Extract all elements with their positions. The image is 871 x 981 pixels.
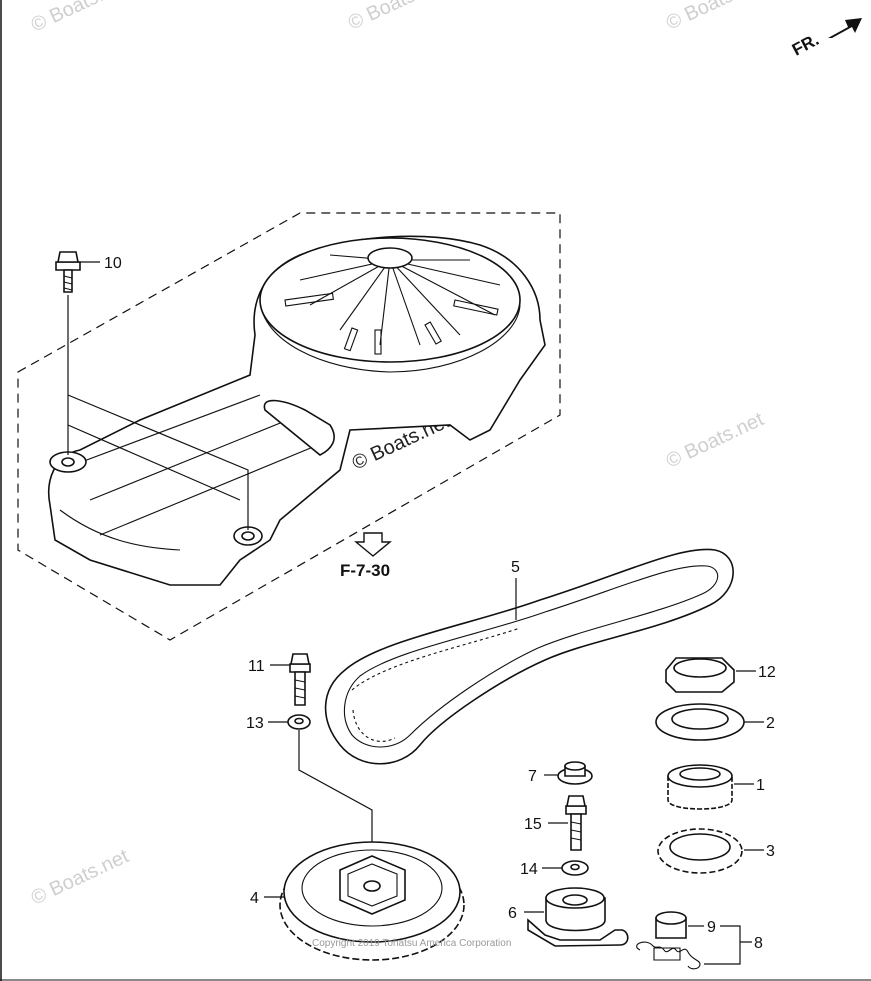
part-5-timing-belt bbox=[324, 548, 734, 765]
callout-14: 14 bbox=[520, 861, 538, 878]
callout-9: 9 bbox=[707, 919, 716, 936]
watermark: © Boats.net bbox=[663, 408, 768, 472]
callout-3: 3 bbox=[766, 843, 775, 860]
callout-6: 6 bbox=[508, 905, 517, 922]
part-10-flange-bolt bbox=[55, 251, 81, 293]
callout-15: 15 bbox=[524, 816, 542, 833]
part-1-gear bbox=[667, 764, 733, 810]
reference-arrow: F-7-30 bbox=[340, 532, 392, 580]
down-arrow-icon bbox=[354, 532, 392, 557]
front-direction-indicator: FR. bbox=[789, 18, 862, 60]
watermark: © Boats.net bbox=[663, 0, 768, 35]
part-8-tension-spring bbox=[636, 941, 701, 970]
front-label: FR. bbox=[789, 30, 822, 60]
callout-2: 2 bbox=[766, 715, 775, 732]
callout-5: 5 bbox=[511, 559, 520, 576]
callout-11: 11 bbox=[248, 658, 265, 675]
part-12-nut bbox=[665, 657, 735, 693]
part-14-washer bbox=[561, 860, 589, 876]
callout-4: 4 bbox=[250, 890, 259, 907]
leader-line bbox=[67, 295, 249, 530]
callout-10: 10 bbox=[104, 255, 122, 272]
part-6-tensioner-pulley bbox=[527, 887, 629, 947]
leader-line bbox=[704, 925, 752, 965]
callout-1: 1 bbox=[756, 777, 765, 794]
part-9-collar bbox=[655, 911, 687, 939]
watermark: © Boats.net bbox=[345, 0, 450, 35]
part-4-drive-pulley bbox=[279, 841, 465, 961]
part-7-cap-nut bbox=[557, 761, 593, 785]
part-2-washer bbox=[655, 703, 745, 741]
callout-13: 13 bbox=[246, 715, 264, 732]
watermark: © Boats.net bbox=[28, 0, 133, 37]
callout-8: 8 bbox=[754, 935, 763, 952]
watermark: © Boats.net bbox=[28, 845, 133, 909]
callout-7: 7 bbox=[528, 768, 537, 785]
front-arrow-icon bbox=[828, 18, 862, 38]
copyright-notice: Copyright 2019 Tohatsu America Corporati… bbox=[312, 938, 511, 949]
part-3-guide-plate bbox=[657, 828, 743, 874]
timing-belt-cover bbox=[48, 235, 546, 586]
reference-label: F-7-30 bbox=[340, 561, 390, 580]
callout-12: 12 bbox=[758, 664, 776, 681]
part-15-flange-bolt bbox=[565, 795, 587, 851]
cover-group-outline bbox=[17, 212, 561, 641]
part-13-washer bbox=[287, 714, 311, 730]
part-11-flange-bolt bbox=[289, 653, 311, 706]
